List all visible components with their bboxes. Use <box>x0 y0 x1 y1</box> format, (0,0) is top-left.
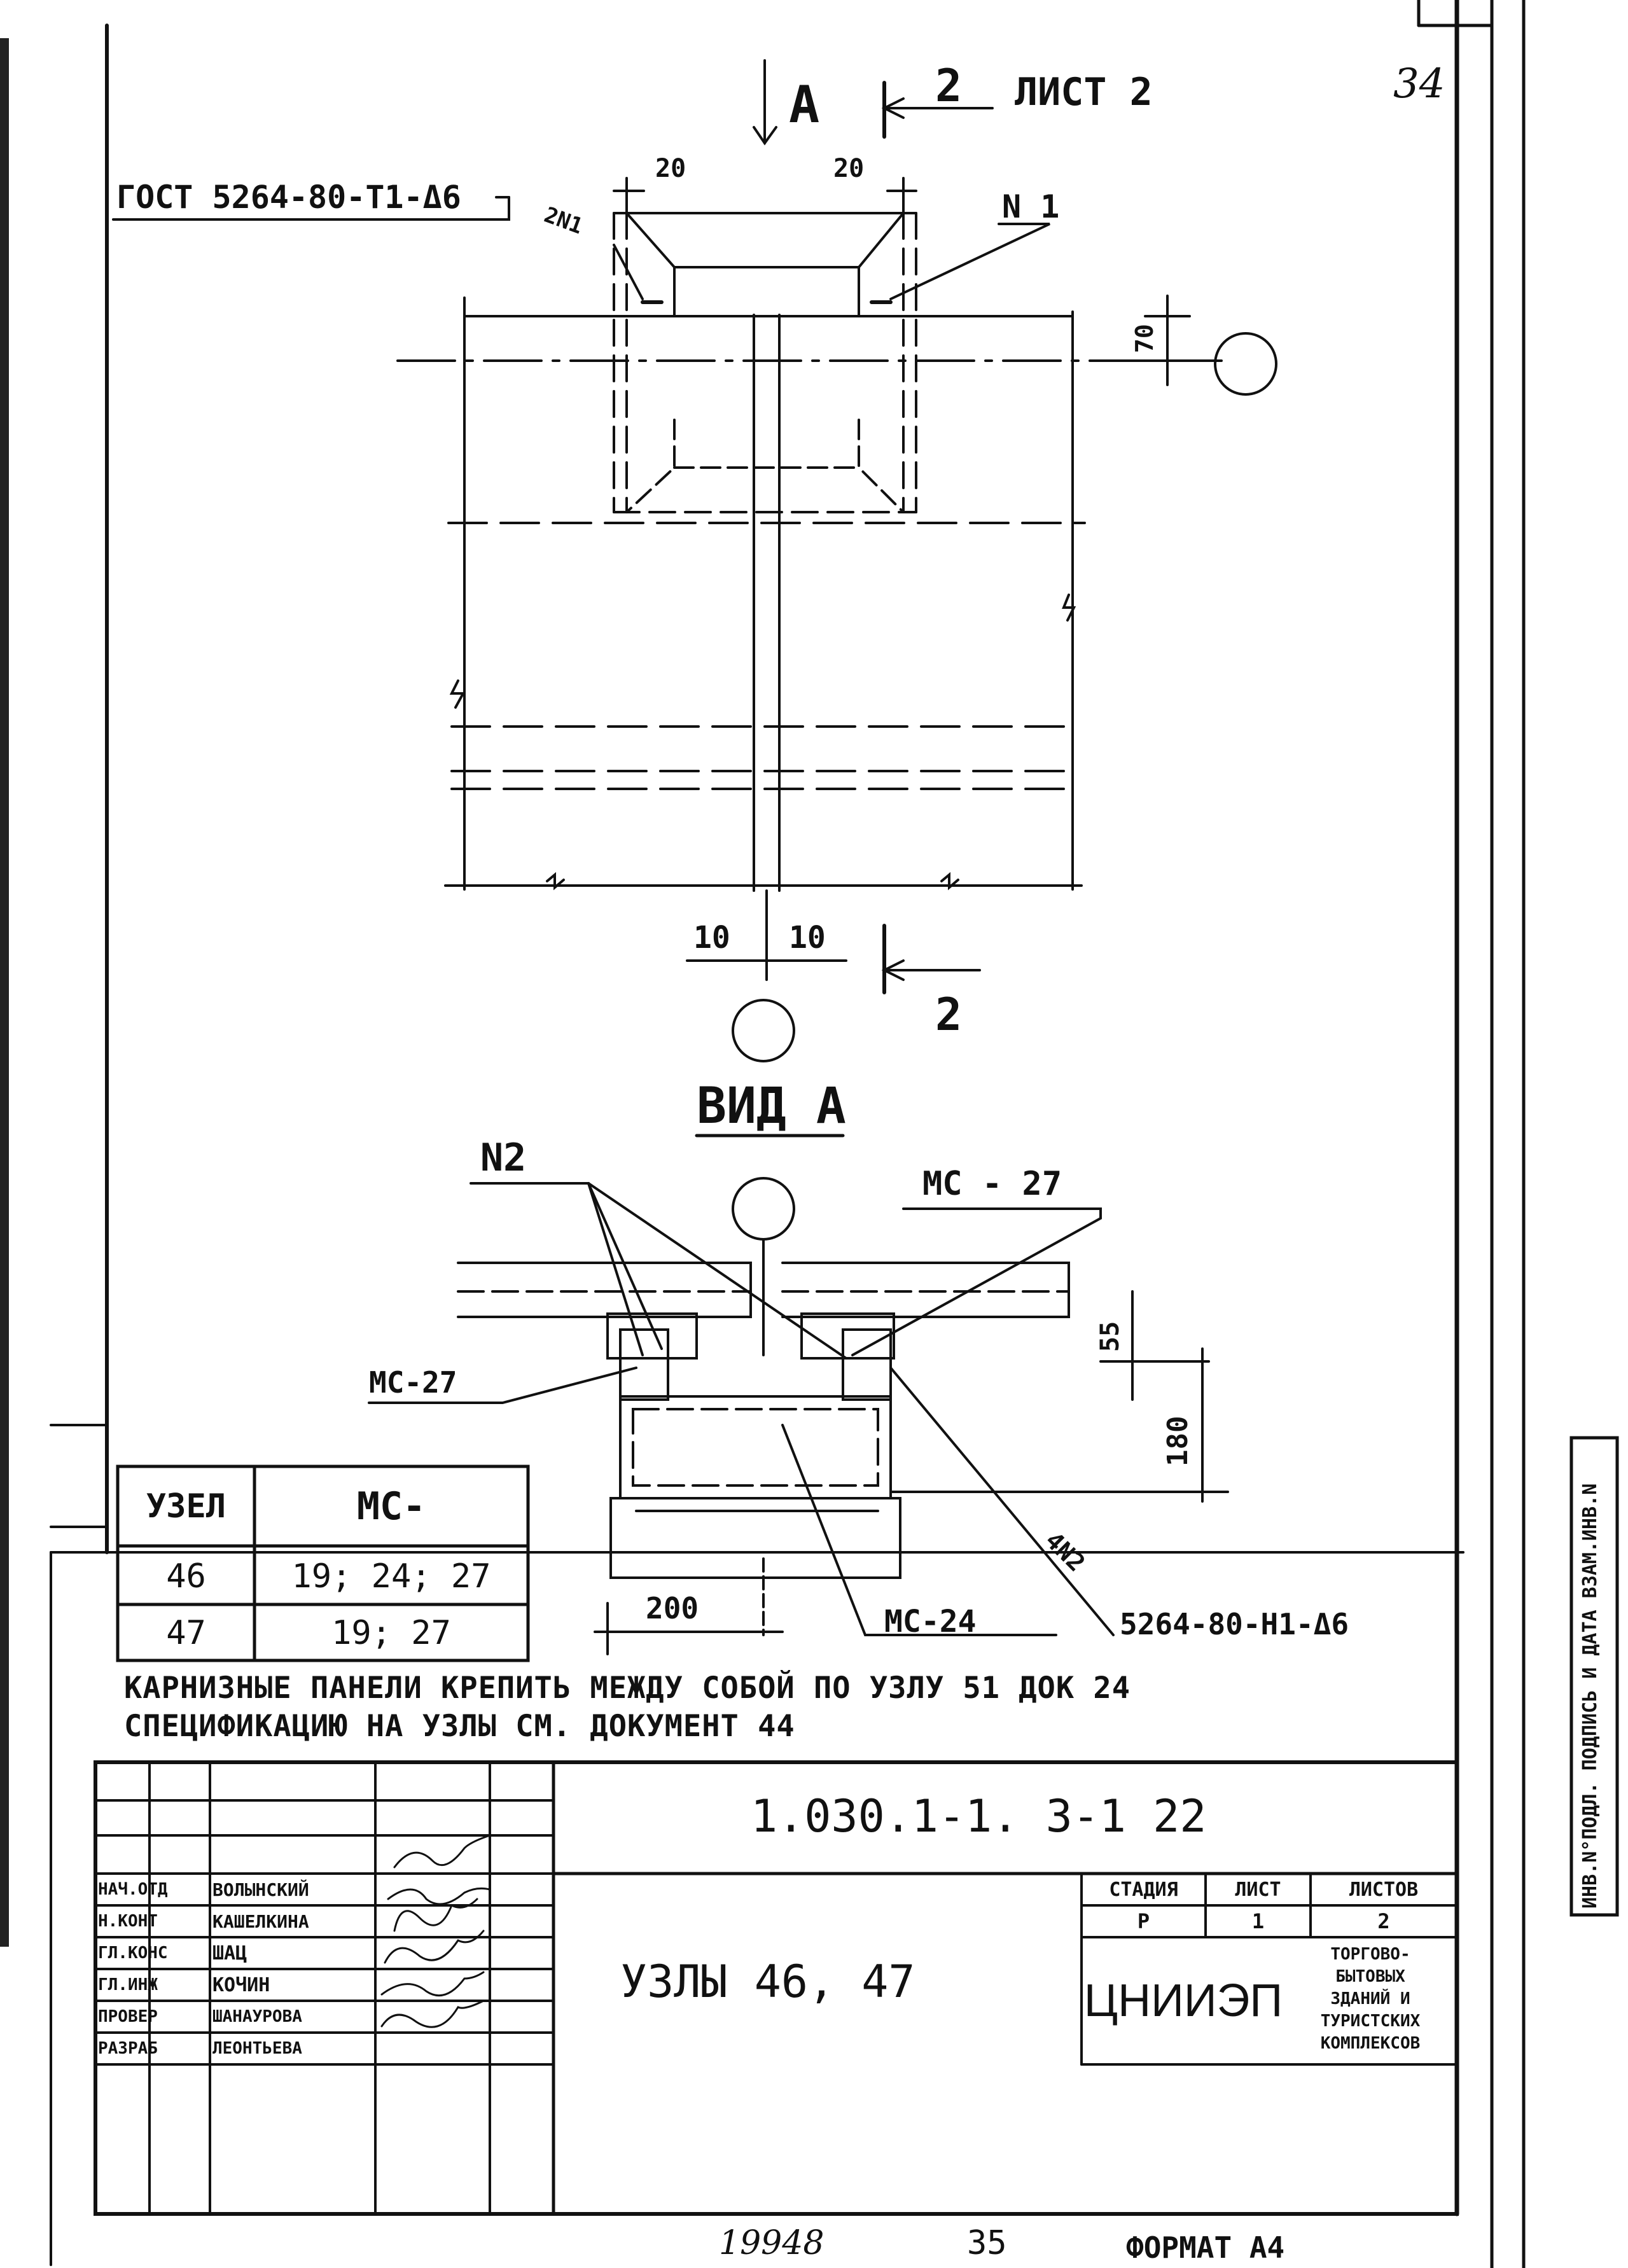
mark-n2: N2 <box>480 1136 527 1180</box>
mc24-label: МС-24 <box>884 1604 977 1639</box>
sheet-header: ЛИСТ <box>1235 1878 1281 1901</box>
name-5: ШАНАУРОВА <box>212 2007 302 2026</box>
side-stamp-box <box>1569 1436 1619 1917</box>
org-desc-line: ТОРГОВО- <box>1330 1945 1410 1964</box>
role-1: НАЧ.ОТД <box>98 1880 168 1899</box>
table-header-node: УЗЕЛ <box>146 1487 226 1526</box>
mc27-top-label: МС - 27 <box>922 1165 1062 1203</box>
doc-code: 1.030.1-1. 3-1 22 <box>751 1790 1207 1842</box>
sheet-number: 34 <box>1393 60 1445 108</box>
section-mark-top: 2 <box>935 60 963 112</box>
org-desc-line: БЫТОВЫХ <box>1335 1967 1405 1986</box>
page-number: 35 <box>967 2224 1007 2262</box>
view-a-title: ВИД А <box>697 1078 846 1135</box>
sheets-value: 2 <box>1377 1909 1390 1933</box>
side-stamp-text: ИНВ.N°ПОДЛ. ПОДПИСЬ И ДАТА ВЗАМ.ИНВ.N <box>1579 1483 1601 1909</box>
stage-value: Р <box>1137 1909 1150 1933</box>
role-3: ГЛ.КОНС <box>98 1944 168 1963</box>
name-6: ЛЕОНТЬЕВА <box>212 2039 302 2058</box>
name-3: ШАЦ <box>212 1942 247 1965</box>
role-5: ПРОВЕР <box>98 2007 158 2026</box>
role-2: Н.КОНТ <box>98 1912 158 1931</box>
weld-callout: 5264-80-Н1-Δ6 <box>1120 1607 1349 1641</box>
stage-header: СТАДИЯ <box>1109 1878 1178 1901</box>
dim-10-left: 10 <box>693 920 730 956</box>
sheet-value: 1 <box>1251 1909 1265 1933</box>
org-desc-line: КОМПЛЕКСОВ <box>1320 2034 1421 2053</box>
name-1: ВОЛЫНСКИЙ <box>212 1879 309 1900</box>
section-sheet-ref: ЛИСТ 2 <box>1015 70 1153 115</box>
table-header-mc: МС- <box>356 1484 426 1529</box>
sheets-header: ЛИСТОВ <box>1349 1878 1419 1901</box>
dim-20-right: 20 <box>833 154 865 183</box>
name-4: КОЧИН <box>212 1973 270 1996</box>
org-name: ЦНИИЭП <box>1083 1975 1283 2026</box>
name-2: КАШЕЛКИНА <box>212 1910 309 1932</box>
table-cell-mc-47: 19; 27 <box>331 1614 451 1652</box>
mark-n1: N 1 <box>1002 188 1060 225</box>
view-a-drawing <box>368 1134 1229 1655</box>
format-label: ФОРМАТ А4 <box>1126 2230 1285 2265</box>
plan-view <box>112 59 1277 1062</box>
table-cell-node-46: 46 <box>166 1557 206 1596</box>
note-line-2: СПЕЦИФИКАЦИЮ НА УЗЛЫ СМ. ДОКУМЕНТ 44 <box>124 1709 795 1744</box>
dim-200: 200 <box>646 1591 699 1625</box>
node-table-grid <box>116 1464 530 1662</box>
section-mark-bottom: 2 <box>935 989 963 1041</box>
dim-70: 70 <box>1131 324 1158 353</box>
role-6: РАЗРАБ <box>98 2039 158 2058</box>
org-description: ТОРГОВО- БЫТОВЫХ ЗДАНИЙ И ТУРИСТСКИХ КОМ… <box>1285 1944 1456 2055</box>
signatures <box>380 1834 491 2028</box>
mc27-left-label: МС-27 <box>369 1365 457 1400</box>
gost-callout: ГОСТ 5264-80-Т1-Δ6 <box>116 179 461 216</box>
dim-55: 55 <box>1096 1321 1125 1352</box>
dim-10-right: 10 <box>789 920 826 956</box>
org-desc-line: ТУРИСТСКИХ <box>1320 2012 1421 2031</box>
table-cell-mc-46: 19; 24; 27 <box>291 1557 491 1596</box>
table-cell-node-47: 47 <box>166 1614 206 1652</box>
drawing-title: УЗЛЫ 46, 47 <box>620 1956 915 2008</box>
inventory-number: 19948 <box>719 2224 824 2262</box>
dim-20-left: 20 <box>655 154 686 183</box>
title-block-grid <box>94 1760 1459 2216</box>
org-desc-line: ЗДАНИЙ И <box>1330 1989 1410 2008</box>
note-line-1: КАРНИЗНЫЕ ПАНЕЛИ КРЕПИТЬ МЕЖДУ СОБОЙ ПО … <box>124 1671 1131 1706</box>
view-mark-a: А <box>789 75 820 134</box>
dim-180: 180 <box>1162 1416 1194 1466</box>
role-4: ГЛ.ИНЖ <box>98 1975 158 1994</box>
scan-edge-shadow <box>0 38 9 1947</box>
